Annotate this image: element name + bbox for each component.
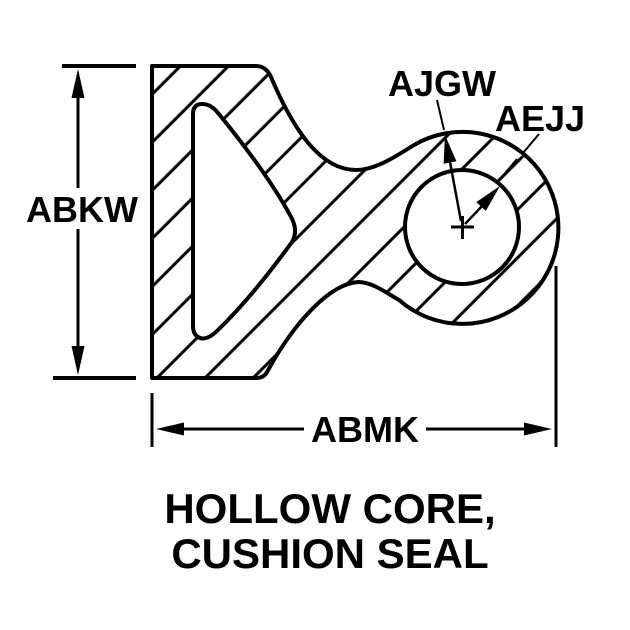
seal-profile-outline: [150, 64, 561, 380]
height-dim-up-arrow-icon: [71, 69, 85, 98]
height-dim-label: ABKW: [26, 189, 138, 230]
core-center-mark: [451, 216, 474, 239]
wall-thickness-leader-seg1: [522, 133, 540, 154]
height-dim-down-arrow-icon: [71, 346, 85, 375]
width-dim-left-arrow-icon: [156, 422, 184, 436]
width-dimension: ABMK: [150, 266, 558, 450]
core-diameter-callout: AJGW: [388, 63, 496, 222]
wall-thickness-label: AEJJ: [495, 98, 585, 139]
figure-caption: HOLLOW CORE, CUSHION SEAL: [164, 485, 495, 577]
caption-line-1: HOLLOW CORE,: [164, 485, 495, 532]
wall-thickness-leader-seg2: [501, 158, 518, 178]
width-dim-right-arrow-icon: [524, 422, 552, 436]
height-dimension: ABKW: [26, 64, 138, 380]
wall-thickness-arrow-icon: [476, 186, 500, 211]
width-dim-label: ABMK: [311, 409, 419, 450]
caption-line-2: CUSHION SEAL: [171, 530, 488, 577]
wall-thickness-callout: AEJJ: [464, 98, 585, 225]
core-diameter-leader: [436, 99, 445, 131]
core-diameter-arrow-line: [448, 161, 463, 222]
core-diameter-arrow-icon: [443, 135, 457, 164]
wall-thickness-arrow-line: [464, 203, 485, 225]
core-diameter-label: AJGW: [388, 63, 496, 104]
